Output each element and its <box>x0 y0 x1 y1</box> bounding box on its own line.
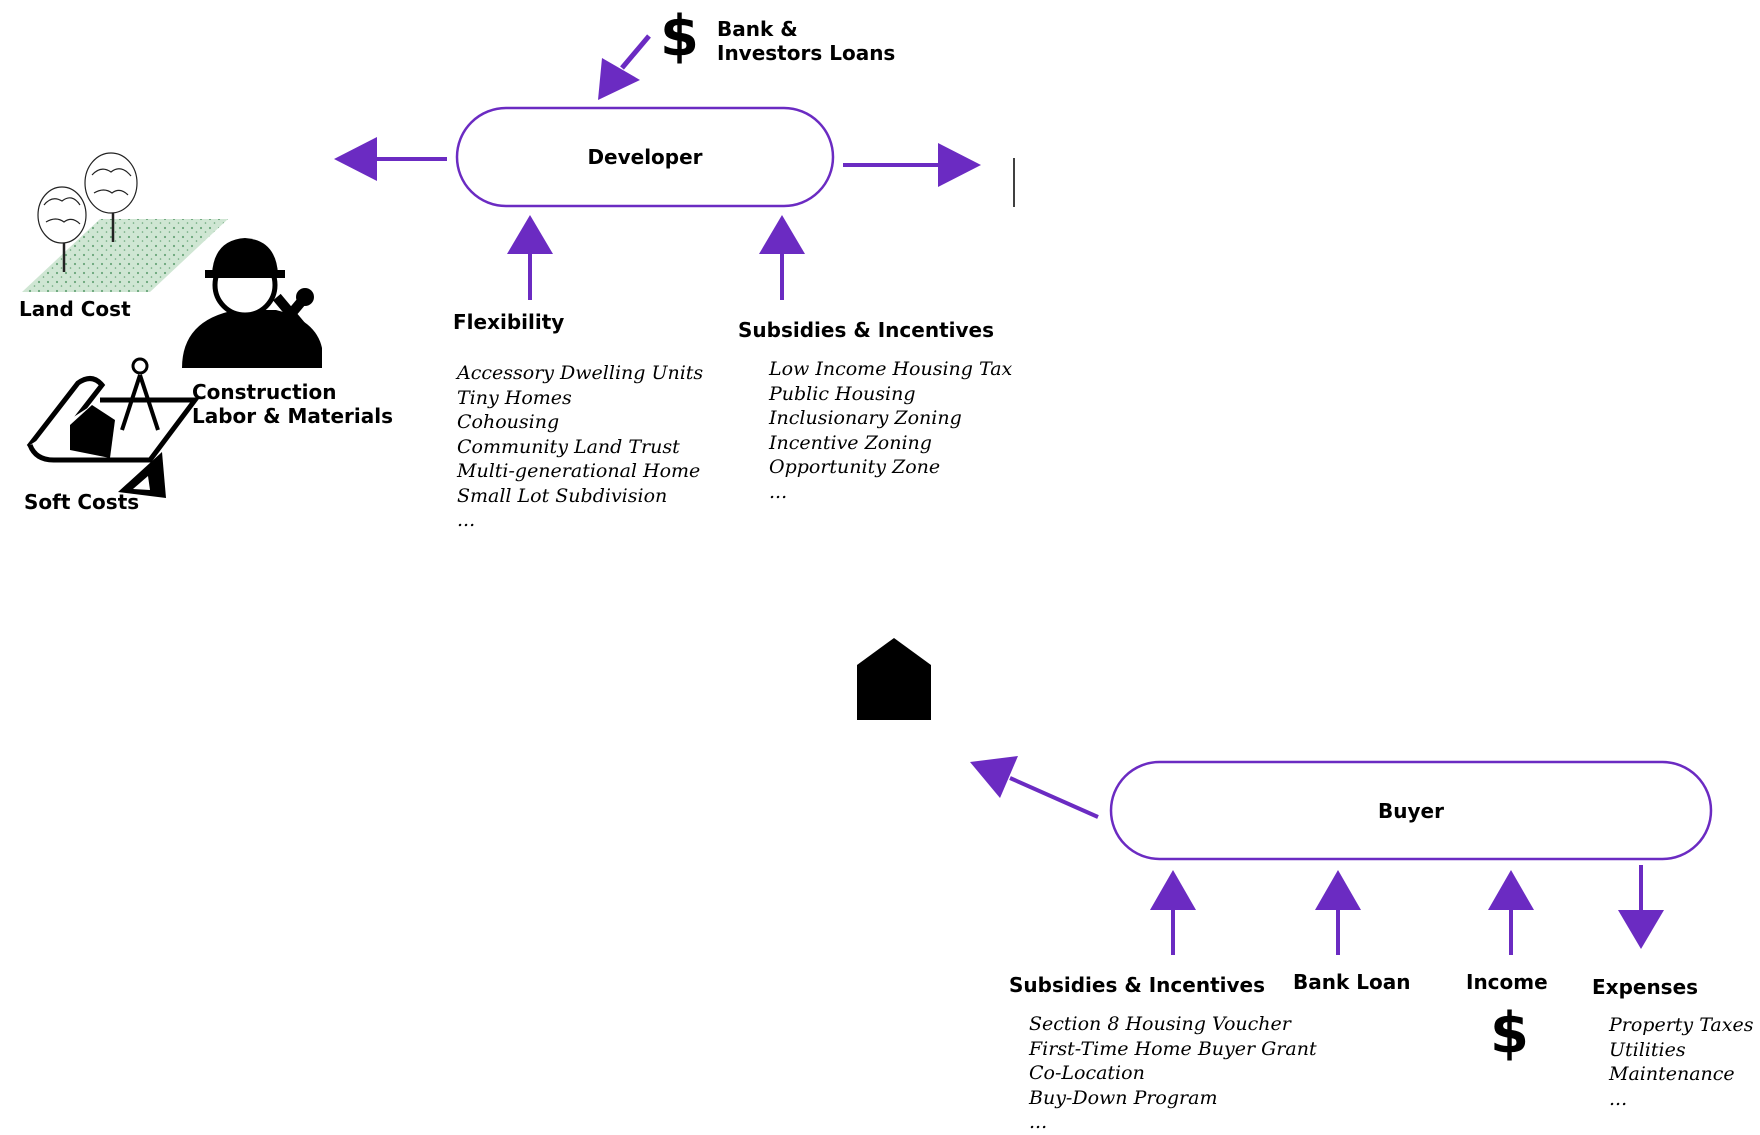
buyer-to-house-arrow <box>970 756 1099 819</box>
buyer-subsidies-arrow <box>1150 870 1196 955</box>
list-item: Buy-Down Program <box>1029 1086 1218 1109</box>
house-icon <box>857 638 931 720</box>
blueprint-icon <box>26 357 200 498</box>
developer-subsidies-arrow <box>759 215 805 300</box>
list-item: Cohousing <box>457 411 560 433</box>
buyer-subsidies-list: Section 8 Housing Voucher First-Time Hom… <box>1029 1012 1317 1135</box>
list-item: Inclusionary Zoning <box>769 407 962 429</box>
list-item: Incentive Zoning <box>769 431 932 454</box>
tree-icon <box>37 152 138 272</box>
list-item: Property Taxes <box>1609 1014 1754 1036</box>
land-cost-label: Land Cost <box>19 297 131 321</box>
list-item: Accessory Dwelling Units <box>457 362 704 384</box>
list-item: First-Time Home Buyer Grant <box>1029 1037 1317 1060</box>
income-arrow <box>1488 870 1534 955</box>
list-item: ... <box>1029 1111 1048 1133</box>
income-label: Income <box>1466 970 1548 994</box>
construction-label-line1: Construction <box>192 380 337 404</box>
income-dollar-icon: $ <box>1490 1001 1529 1066</box>
developer-cost-arrow <box>334 137 447 181</box>
list-item: Multi-generational Home <box>457 460 701 482</box>
list-item: Opportunity Zone <box>769 456 941 478</box>
expenses-title: Expenses <box>1592 975 1699 999</box>
soft-costs-label: Soft Costs <box>24 490 140 514</box>
list-item: Section 8 Housing Voucher <box>1029 1013 1291 1035</box>
list-item: Tiny Homes <box>457 386 572 409</box>
list-item: ... <box>1609 1087 1628 1110</box>
funding-label-line1: Bank & <box>717 17 798 41</box>
buyer-label: Buyer <box>1378 799 1444 823</box>
flexibility-list: Accessory Dwelling Units Tiny Homes Coho… <box>457 361 703 533</box>
list-item: Co-Location <box>1029 1062 1145 1084</box>
funding-arrow <box>598 34 651 100</box>
list-item: Small Lot Subdivision <box>457 484 668 507</box>
buyer-subsidies-title: Subsidies & Incentives <box>1009 973 1265 997</box>
list-item: Maintenance <box>1609 1063 1735 1085</box>
developer-node <box>455 106 835 208</box>
list-item: Public Housing <box>769 382 916 405</box>
bank-loan-label: Bank Loan <box>1293 970 1411 994</box>
developer-label: Developer <box>587 145 703 169</box>
developer-output-arrow <box>843 143 981 187</box>
construction-label-line2: Labor & Materials <box>192 404 394 428</box>
funding-label-line2: Investors Loans <box>717 41 896 65</box>
buyer-node <box>1109 760 1713 861</box>
dollar-icon: $ <box>660 4 699 69</box>
list-item: Community Land Trust <box>457 435 680 458</box>
list-item: Low Income Housing Tax <box>769 358 1013 380</box>
list-item: ... <box>769 480 788 503</box>
expenses-arrow <box>1618 865 1664 949</box>
list-item: Utilities <box>1609 1038 1686 1061</box>
wrench-icon <box>272 288 314 345</box>
flexibility-title: Flexibility <box>453 310 565 334</box>
flexibility-arrow <box>507 215 553 300</box>
construction-worker-icon <box>182 238 322 368</box>
bank-loan-arrow <box>1315 870 1361 955</box>
developer-subsidies-title: Subsidies & Incentives <box>738 318 994 342</box>
expenses-list: Property Taxes Utilities Maintenance ... <box>1609 1013 1753 1111</box>
land-icon <box>22 152 228 292</box>
developer-subsidies-list: Low Income Housing Tax Public Housing In… <box>769 357 1012 504</box>
list-item: ... <box>457 509 476 531</box>
